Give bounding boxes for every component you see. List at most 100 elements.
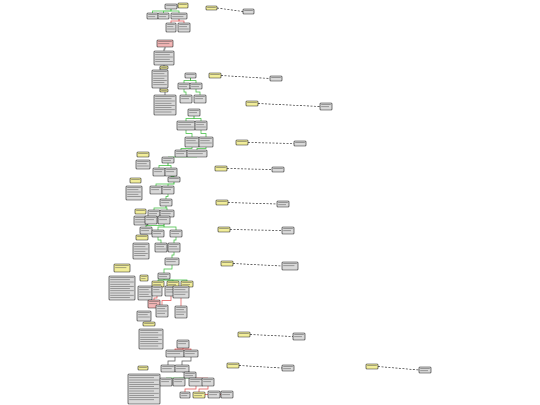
process-node [319,102,333,111]
node-box [237,331,251,338]
yes-branch-edge [153,206,167,210]
node-box [170,12,188,20]
node-box [125,185,143,201]
node-box [198,136,214,148]
yes-branch-edge [163,265,173,273]
node-box [164,3,178,10]
yes-branch-edge [193,116,202,121]
process-node [169,229,183,238]
node-box [187,108,201,117]
no-branch-edge [153,296,158,300]
note-node [134,208,147,215]
node-box [293,140,307,147]
dashed-link-edge [216,7,244,12]
node-box [242,8,255,15]
flow-edge [181,357,192,365]
process-node [136,310,152,322]
process-node [154,242,168,253]
note-node [217,226,231,233]
note-node [166,280,180,288]
node-box [165,349,185,358]
node-box [235,139,249,146]
node-box [319,102,333,111]
process-node [271,166,285,173]
no-branch-edge [182,348,192,350]
no-branch-edge [161,296,172,305]
process-node [108,275,136,301]
node-box [169,229,183,238]
process-node [151,229,165,238]
node-box [157,272,171,280]
process-node [170,12,188,20]
process-node [179,94,193,104]
process-node [184,72,197,79]
note-node [177,2,189,9]
node-box [154,242,168,253]
process-node [132,242,150,260]
note-node [214,165,228,172]
yes-branch-edge [157,237,162,243]
node-box [192,391,206,399]
node-box [226,362,240,369]
process-node [167,176,181,183]
process-node [164,257,180,266]
process-node [138,328,164,350]
node-box [245,100,259,107]
note-node [208,72,222,79]
process-node [164,167,178,177]
process-node [125,185,143,201]
process-node [174,305,188,319]
node-box [177,82,191,90]
node-box [129,177,142,184]
yes-branch-edge [185,116,195,121]
process-node [174,364,190,373]
yes-branch-edge [145,224,165,227]
process-node [220,390,234,399]
note-node [159,65,169,70]
process-node [157,215,171,225]
process-node [207,390,221,399]
process-node [165,22,177,33]
process-node [167,242,181,253]
note-node [180,280,194,288]
process-node [177,82,191,90]
node-box [151,69,169,89]
process-node [172,377,186,387]
process-node [135,159,151,170]
yes-branch-edge [185,130,193,137]
process-node [159,198,173,207]
node-box [135,159,151,170]
node-box [220,260,234,267]
yes-branch-edge [190,78,197,83]
note-node [142,321,156,327]
dashed-link-edge [229,229,283,231]
node-box [281,226,295,235]
yes-branch-edge [171,252,175,258]
node-box [177,22,191,33]
node-box [167,242,181,253]
dashed-link-edge [238,365,283,369]
yes-branch-edge [163,9,172,13]
process-node [127,373,161,405]
process-node [188,377,204,387]
node-box [183,371,197,379]
process-node [276,200,290,208]
yes-branch-edge [173,237,177,243]
note-node [245,100,259,107]
process-node [161,156,175,164]
process-node [165,349,185,358]
node-box [186,149,208,158]
note-node [235,139,249,146]
node-box [137,285,153,301]
note-node [136,151,150,158]
process-node [137,285,153,301]
node-box [418,366,432,374]
process-node [179,391,191,399]
process-node [161,185,175,195]
node-box [174,149,188,158]
node-box [161,156,175,164]
process-node [151,69,169,89]
dashed-link-edge [257,103,321,107]
process-node [174,149,188,158]
